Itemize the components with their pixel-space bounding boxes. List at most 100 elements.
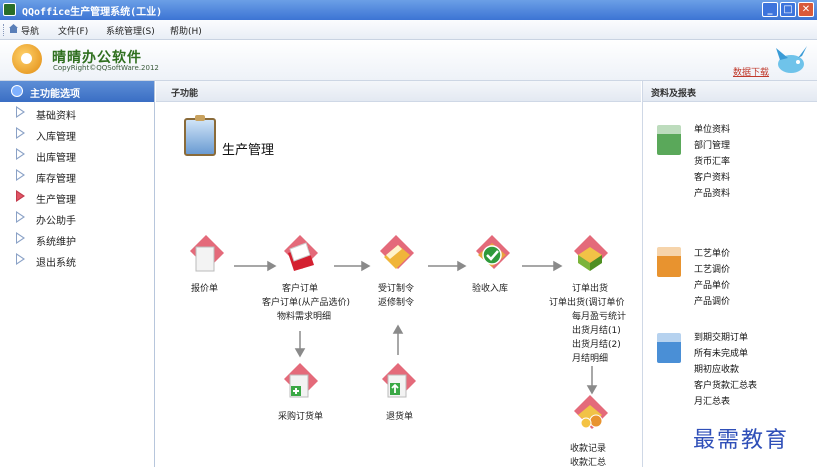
document-icon — [190, 235, 224, 272]
link-product-adjust[interactable]: 产品调价 — [694, 297, 731, 307]
monthly-profit-label[interactable]: 每月盈亏统计 — [572, 312, 627, 322]
shipping-monthly-2-label[interactable]: 出货月结(2) — [572, 340, 621, 350]
box-icon — [574, 235, 608, 271]
triangle-icon — [16, 232, 25, 244]
blue-book-icon — [657, 333, 681, 363]
order-shipping-label[interactable]: 订单出货 — [572, 284, 609, 294]
sub-function-header: 子功能 — [156, 81, 641, 102]
triangle-icon — [16, 106, 25, 118]
menu-bar: 导航 文件(F) 系统管理(S) 帮助(H) — [0, 20, 817, 40]
title-bar: QQoffice生产管理系统(工业) _ □ ✕ — [0, 0, 817, 20]
link-customer-data[interactable]: 客户资料 — [694, 173, 731, 183]
triangle-icon — [16, 169, 25, 181]
order-control-label[interactable]: 受订制令 — [378, 284, 415, 294]
flow-arrows — [234, 260, 598, 395]
logo-icon — [12, 44, 42, 74]
link-product-price[interactable]: 产品单价 — [694, 281, 731, 291]
menu-system[interactable]: 系统管理(S) — [106, 27, 155, 37]
order-shipping-node[interactable] — [568, 233, 612, 277]
group-report-links: 到期交期订单 所有未完成单 期初应收款 客户货款汇总表 月汇总表 — [694, 330, 757, 410]
link-process-adjust[interactable]: 工艺调价 — [694, 265, 731, 275]
module-title: 生产管理 — [222, 143, 275, 158]
orange-book-icon — [657, 247, 681, 277]
material-requirement-label[interactable]: 物料需求明细 — [277, 312, 332, 322]
logo-copyright: CopyRight©QQSoftWare.2012 — [53, 64, 159, 72]
sidebar-item-label: 退出系统 — [36, 258, 76, 269]
triangle-icon — [16, 127, 25, 139]
receipt-summary-label[interactable]: 收款汇总 — [570, 458, 607, 467]
sidebar-item-maintenance[interactable]: 系统维护 — [0, 228, 154, 249]
purchase-order-node[interactable] — [278, 361, 322, 405]
customer-order-label[interactable]: 客户订单 — [282, 284, 319, 294]
checkmark-icon — [476, 235, 510, 269]
book-icon — [380, 235, 414, 269]
download-link[interactable]: 数据下载 — [733, 68, 770, 78]
sidebar-item-label: 办公助手 — [36, 216, 76, 227]
link-currency-rate[interactable]: 货币汇率 — [694, 157, 731, 167]
group-basic-links: 单位资料 部门管理 货币汇率 客户资料 产品资料 — [694, 122, 730, 202]
link-due-orders[interactable]: 到期交期订单 — [694, 333, 749, 343]
return-goods-label[interactable]: 退货单 — [386, 412, 414, 422]
order-control-node[interactable] — [374, 233, 418, 277]
menu-file[interactable]: 文件(F) — [58, 27, 89, 37]
link-department[interactable]: 部门管理 — [694, 141, 731, 151]
customer-order-node[interactable] — [278, 233, 322, 277]
folder-icon — [284, 235, 318, 271]
menu-navigate[interactable]: 导航 — [21, 27, 40, 37]
sidebar-item-production[interactable]: 生产管理 — [0, 186, 154, 207]
close-button[interactable]: ✕ — [798, 2, 814, 17]
link-unfinished-orders[interactable]: 所有未完成单 — [694, 349, 749, 359]
menu-help[interactable]: 帮助(H) — [170, 27, 202, 37]
link-process-price[interactable]: 工艺单价 — [694, 249, 731, 259]
sidebar-item-basic-data[interactable]: 基础资料 — [0, 102, 154, 123]
customer-order-from-product-label[interactable]: 客户订单(从产品选价) — [262, 298, 351, 308]
watermark: 最需教育 — [693, 428, 790, 453]
monthly-detail-label[interactable]: 月结明细 — [572, 354, 609, 364]
sidebar-item-inbound[interactable]: 入库管理 — [0, 123, 154, 144]
return-goods-node[interactable] — [376, 361, 420, 405]
sidebar: 主功能选项 基础资料 入库管理 出库管理 库存管理 生产管理 办公助手 系统维护… — [0, 81, 155, 467]
quote-node[interactable] — [184, 233, 228, 277]
rework-order-label[interactable]: 返修制令 — [378, 298, 415, 308]
reports-panel: 资料及报表 单位资料 部门管理 货币汇率 客户资料 产品资料 工艺单价 工艺调价… — [642, 81, 817, 467]
money-icon — [574, 395, 608, 429]
sidebar-item-label: 生产管理 — [36, 195, 76, 206]
shipping-monthly-1-label[interactable]: 出货月结(1) — [572, 326, 621, 336]
receipt-record-label[interactable]: 收款记录 — [570, 444, 607, 454]
home-icon — [9, 24, 18, 33]
order-shipping-adjust-label[interactable]: 订单出货(调订单价 — [549, 298, 625, 308]
link-customer-payment-summary[interactable]: 客户货款汇总表 — [694, 381, 758, 391]
triangle-icon — [16, 148, 25, 160]
toolbar-grip — [3, 24, 6, 36]
link-opening-receivable[interactable]: 期初应收款 — [694, 365, 740, 375]
sidebar-item-exit[interactable]: 退出系统 — [0, 249, 154, 270]
inspection-node[interactable] — [470, 233, 514, 277]
sidebar-title: 主功能选项 — [30, 89, 80, 100]
sidebar-item-inventory[interactable]: 库存管理 — [0, 165, 154, 186]
minimize-button[interactable]: _ — [762, 2, 778, 17]
inspection-label[interactable]: 验收入库 — [472, 284, 509, 294]
link-product-data[interactable]: 产品资料 — [694, 189, 731, 199]
triangle-icon — [16, 253, 25, 265]
sidebar-item-label: 系统维护 — [36, 237, 76, 248]
sidebar-item-label: 出库管理 — [36, 153, 76, 164]
triangle-icon — [16, 211, 25, 223]
link-unit-data[interactable]: 单位资料 — [694, 125, 731, 135]
quote-label[interactable]: 报价单 — [191, 284, 219, 294]
upload-document-icon — [382, 363, 416, 398]
sidebar-item-outbound[interactable]: 出库管理 — [0, 144, 154, 165]
clipboard-icon — [184, 115, 216, 156]
group-price-links: 工艺单价 工艺调价 产品单价 产品调价 — [694, 246, 730, 310]
purchase-order-label[interactable]: 采购订货单 — [278, 412, 324, 422]
home-circle-icon — [11, 85, 23, 97]
reports-header: 资料及报表 — [643, 81, 817, 102]
maximize-button[interactable]: □ — [780, 2, 796, 17]
app-header: 晴晴办公软件 CopyRight©QQSoftWare.2012 数据下载 — [0, 40, 817, 81]
green-book-icon — [657, 125, 681, 155]
receipt-node[interactable] — [568, 393, 612, 437]
window-title: QQoffice生产管理系统(工业) — [22, 7, 163, 18]
link-monthly-summary[interactable]: 月汇总表 — [694, 397, 731, 407]
sidebar-item-label: 入库管理 — [36, 132, 76, 143]
sidebar-item-label: 库存管理 — [36, 174, 76, 185]
sidebar-item-office[interactable]: 办公助手 — [0, 207, 154, 228]
